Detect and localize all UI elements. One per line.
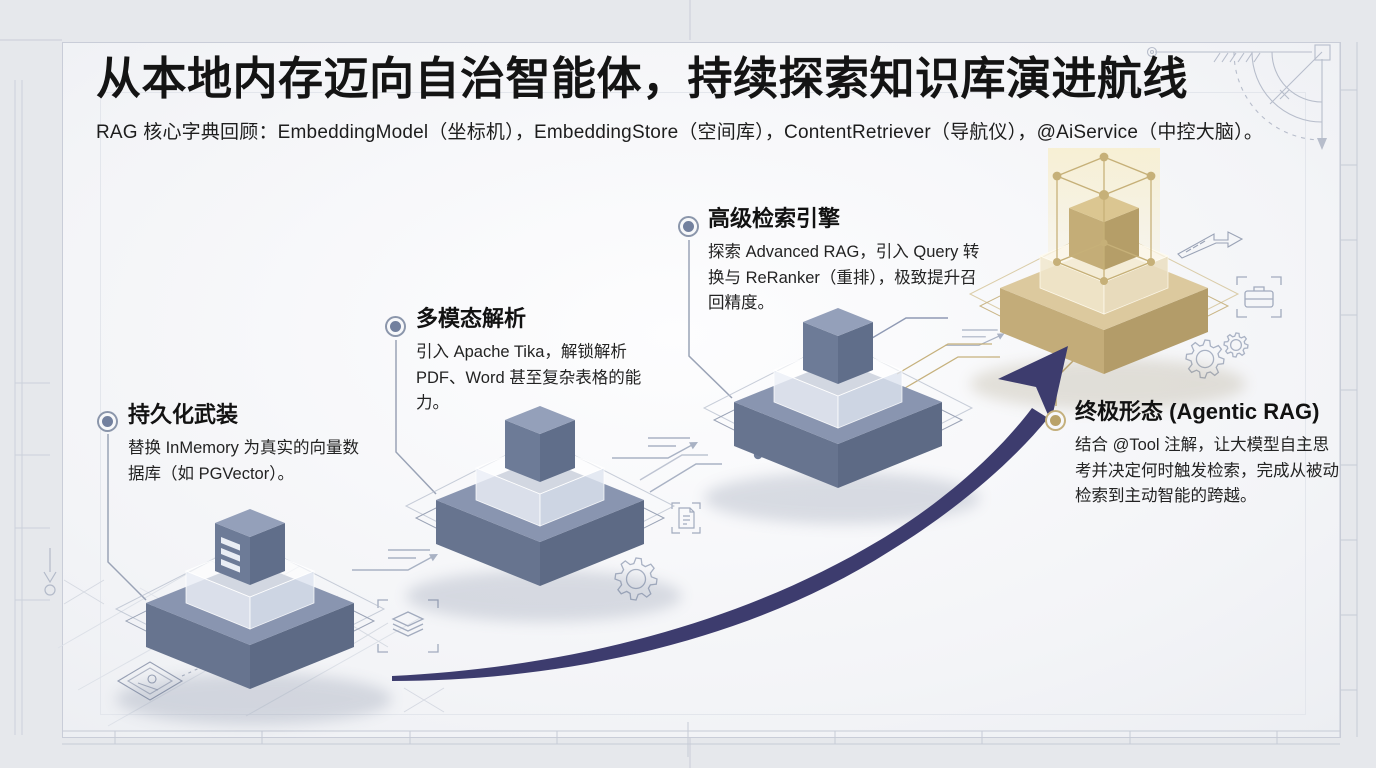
stage-title: 高级检索引擎 [708, 206, 841, 231]
stage-item-3: 高级检索引擎 探索 Advanced RAG，引入 Query 转换与 ReRa… [680, 205, 992, 317]
stage-bullet-icon [99, 413, 116, 430]
page-subtitle: RAG 核心字典回顾：EmbeddingModel（坐标机），Embedding… [96, 122, 1264, 144]
sketch-arrow-icon [1177, 231, 1244, 259]
stage-desc: 引入 Apache Tika，解锁解析 PDF、Word 甚至复杂表格的能力。 [416, 343, 642, 413]
stage-desc: 替换 InMemory 为真实的向量数据库（如 PGVector）。 [128, 439, 360, 483]
header: 从本地内存迈向自治智能体，持续探索知识库演进航线 RAG 核心字典回顾：Embe… [96, 53, 1286, 144]
stage-item-2: 多模态解析 引入 Apache Tika，解锁解析 PDF、Word 甚至复杂表… [387, 305, 668, 417]
database-icon [221, 537, 240, 573]
ruler-right [1339, 42, 1358, 737]
ruler-left [14, 80, 50, 735]
gold-circuit-lines [896, 343, 1000, 389]
cross-marks [63, 579, 445, 713]
stage-pyramid-4 [968, 152, 1246, 410]
document-icon [671, 502, 701, 534]
ruler-bottom [62, 722, 1340, 757]
toolbox-icon [1236, 276, 1282, 318]
stage-title: 多模态解析 [416, 306, 527, 331]
stage-title: 持久化武装 [128, 402, 239, 427]
compass-icon [1146, 44, 1331, 150]
growth-arrow-icon [392, 346, 1068, 681]
stage-desc: 探索 Advanced RAG，引入 Query 转换与 ReRanker（重排… [708, 243, 980, 313]
stage-desc: 结合 @Tool 注解，让大模型自主思考并决定何时触发检索，完成从被动检索到主动… [1075, 436, 1339, 506]
stage-bullet-icon [387, 318, 404, 335]
page-title: 从本地内存迈向自治智能体，持续探索知识库演进航线 [96, 53, 1189, 104]
stage-bullet-icon [680, 218, 697, 235]
plumb-icon [43, 548, 57, 596]
stage-item-1: 持久化武装 替换 InMemory 为真实的向量数据库（如 PGVector）。 [99, 401, 368, 487]
stage-bullet-icon [1047, 412, 1064, 429]
stage-title: 终极形态 (Agentic RAG) [1075, 399, 1320, 424]
wireframe-nodes [1052, 152, 1156, 285]
frame-marks [0, 0, 691, 768]
stage-item-4: 终极形态 (Agentic RAG) 结合 @Tool 注解，让大模型自主思考并… [1047, 398, 1343, 510]
